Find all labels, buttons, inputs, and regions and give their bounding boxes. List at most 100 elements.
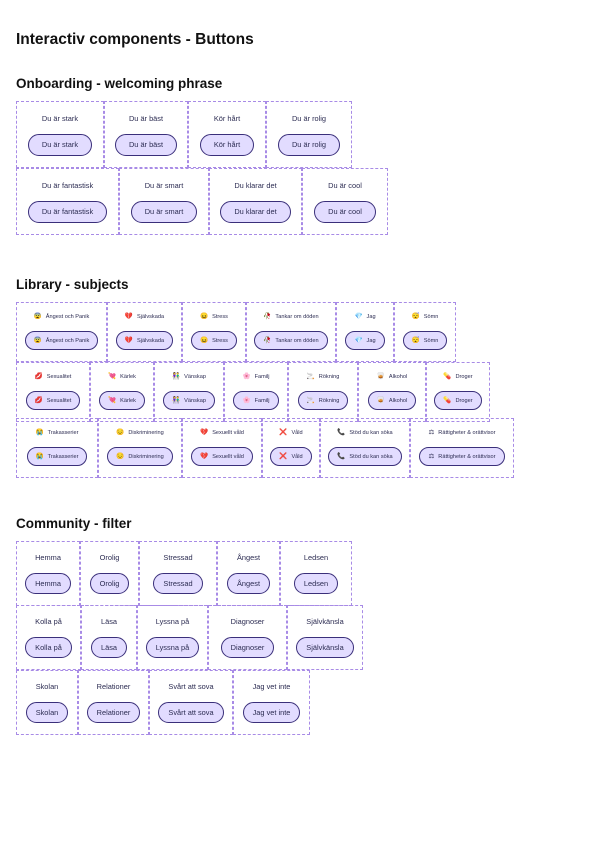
variant-label-trakasserier: 😭Trakasserier — [36, 429, 79, 437]
droger-emoji-icon: 💊 — [443, 396, 452, 404]
lyssna-pa-button[interactable]: Lyssna på — [145, 637, 200, 658]
droger-emoji-icon: 💊 — [443, 372, 452, 380]
variant-label-diagnoser: Diagnoser — [231, 617, 265, 626]
sjalvskada-emoji-icon: 💔 — [124, 336, 134, 344]
button-label: Vänskap — [184, 397, 206, 404]
ledsen-button[interactable]: Ledsen — [293, 573, 339, 594]
trakasserier-button[interactable]: 😭Trakasserier — [26, 447, 88, 467]
stress-emoji-icon: 😖 — [200, 336, 209, 344]
du-ar-fantastisk-button[interactable]: Du är fantastisk — [27, 200, 108, 223]
du-ar-bast-button[interactable]: Du är bäst — [114, 133, 178, 156]
jag-vet-inte-button[interactable]: Jag vet inte — [242, 702, 301, 723]
vald-emoji-icon: ❌ — [279, 428, 288, 436]
library-cell-stress: 😖Stress😖Stress — [182, 302, 246, 362]
button-label: Sexuellt våld — [212, 453, 244, 460]
variant-label-text: Stress — [212, 314, 228, 320]
variant-label-text: Du är smart — [144, 180, 184, 190]
relationer-button[interactable]: Relationer — [86, 702, 141, 723]
jag-button[interactable]: 💎Jag — [345, 331, 385, 351]
du-klarar-det-button[interactable]: Du klarar det — [220, 200, 291, 223]
onboarding-cell-du-klarar-det: Du klarar det Du klarar det — [209, 168, 302, 235]
page-title: Interactiv components - Buttons — [16, 31, 254, 48]
variant-label-text: Trakasserier — [47, 430, 79, 436]
variant-label-text: Kör hårt — [213, 113, 241, 123]
library-cell-familj: 🌸Familj🌸Familj — [224, 362, 288, 422]
variant-label-relationer: Relationer — [97, 682, 131, 691]
variant-label-text: Tankar om döden — [275, 314, 319, 320]
diskriminering-button[interactable]: 😔Diskriminering — [107, 447, 173, 467]
somn-button[interactable]: 😴Sömn — [402, 331, 448, 351]
variant-label-text: Hemma — [35, 553, 61, 562]
button-label: Rökning — [318, 397, 340, 404]
du-ar-cool-button[interactable]: Du är cool — [314, 200, 376, 223]
du-ar-rolig-button[interactable]: Du är rolig — [277, 133, 341, 156]
angest-button[interactable]: Ångest — [226, 573, 270, 594]
rokning-button[interactable]: 🚬Rökning — [297, 391, 349, 411]
droger-button[interactable]: 💊Droger — [434, 391, 482, 411]
section-title-onboarding: Onboarding - welcoming phrase — [16, 76, 223, 91]
karlek-button[interactable]: 💘Kärlek — [99, 391, 145, 411]
library-cell-rattigheter-and-orattvisor: ⚖Rättigheter & orättvisor⚖Rättigheter & … — [410, 418, 514, 478]
familj-button[interactable]: 🌸Familj — [233, 391, 279, 411]
lasa-button[interactable]: Läsa — [90, 637, 128, 658]
rokning-emoji-icon: 🚬 — [306, 372, 315, 380]
kor-hart-button[interactable]: Kör hårt — [199, 133, 255, 156]
variant-label-lasa: Läsa — [101, 617, 117, 626]
section-title-library: Library - subjects — [16, 277, 129, 292]
variant-label-karlek: 💘Kärlek — [108, 372, 136, 381]
variant-label-text: Skolan — [35, 682, 59, 691]
du-ar-smart-button[interactable]: Du är smart — [130, 200, 198, 223]
sexualitet-emoji-icon: 💋 — [34, 372, 43, 380]
sjalvskada-button[interactable]: 💔Självskada — [115, 331, 174, 351]
alkohol-button[interactable]: 🥃Alkohol — [367, 391, 417, 411]
orolig-button[interactable]: Orolig — [89, 573, 130, 594]
somn-emoji-icon: 😴 — [411, 336, 420, 344]
svart-att-sova-button[interactable]: Svårt att sova — [158, 702, 224, 723]
button-label: Stressad — [163, 579, 193, 588]
rattigheter-and-orattvisor-emoji-icon: ⚖ — [428, 428, 435, 436]
onboarding-cell-du-ar-bast: Du är bäst Du är bäst — [104, 101, 188, 168]
library-cell-alkohol: 🥃Alkohol🥃Alkohol — [358, 362, 426, 422]
karlek-emoji-icon: 💘 — [108, 396, 117, 404]
angest-och-panik-button[interactable]: 😨Ångest och Panik — [24, 331, 99, 351]
library-cell-jag: 💎Jag💎Jag — [336, 302, 394, 362]
somn-emoji-icon: 😴 — [411, 312, 420, 320]
button-label: Du är stark — [41, 140, 79, 149]
sexualitet-button[interactable]: 💋Sexualitet — [25, 391, 81, 411]
diagnoser-button[interactable]: Diagnoser — [220, 637, 275, 658]
variant-label-du-ar-rolig: Du är rolig — [292, 114, 326, 123]
skolan-button[interactable]: Skolan — [25, 702, 69, 723]
sjalvkansla-button[interactable]: Självkänsla — [296, 637, 354, 658]
kolla-pa-button[interactable]: Kolla på — [25, 637, 72, 658]
button-label: Du är cool — [328, 207, 362, 216]
sexuellt-vald-button[interactable]: 💔Sexuellt våld — [191, 447, 253, 467]
karlek-emoji-icon: 💘 — [108, 372, 117, 380]
vald-button[interactable]: ❌Våld — [270, 447, 312, 467]
tankar-om-doden-button[interactable]: 🥀Tankar om döden — [254, 331, 328, 351]
variant-label-text: Du är bäst — [128, 113, 164, 123]
variant-label-du-ar-smart: Du är smart — [145, 181, 184, 190]
tankar-om-doden-emoji-icon: 🥀 — [263, 336, 272, 344]
du-ar-stark-button[interactable]: Du är stark — [27, 133, 93, 156]
vanskap-button[interactable]: 👫Vänskap — [163, 391, 215, 411]
variant-label-text: Du är cool — [328, 180, 362, 190]
stress-emoji-icon: 😖 — [200, 312, 209, 320]
stress-button[interactable]: 😖Stress — [191, 331, 237, 351]
variant-label-text: Vänskap — [184, 374, 206, 380]
button-label: Du är rolig — [291, 140, 327, 149]
stod-du-kan-soka-button[interactable]: 📞Stöd du kan söka — [328, 447, 402, 467]
rattigheter-and-orattvisor-button[interactable]: ⚖Rättigheter & orättvisor — [419, 447, 505, 467]
variant-label-text: Du klarar det — [234, 180, 277, 190]
stressad-button[interactable]: Stressad — [153, 573, 203, 594]
hemma-button[interactable]: Hemma — [25, 573, 71, 594]
variant-label-du-ar-bast: Du är bäst — [129, 114, 163, 123]
variant-label-text: Du är rolig — [291, 113, 327, 123]
